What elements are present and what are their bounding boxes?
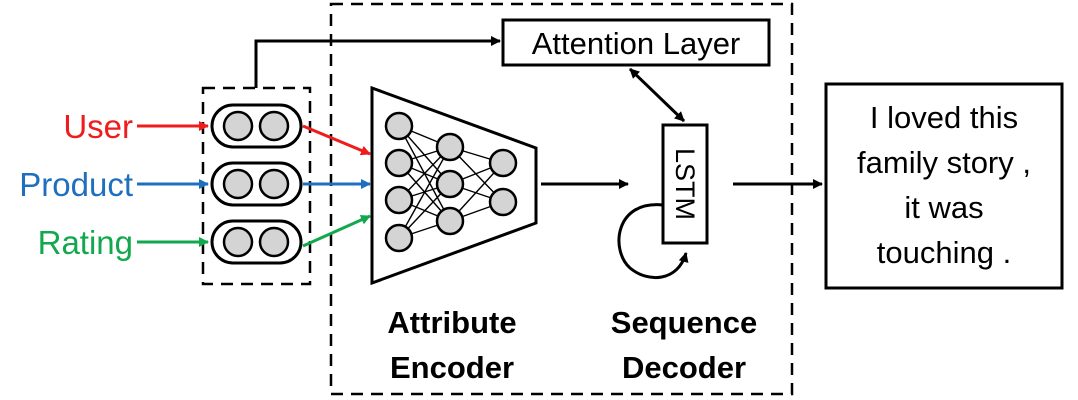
output-line-4: touching . xyxy=(877,235,1011,270)
lstm-label: LSTM xyxy=(670,148,700,220)
attention-layer-label: Attention Layer xyxy=(532,26,741,61)
input-label-product: Product xyxy=(19,166,133,203)
arrow-attention-lstm xyxy=(628,67,686,123)
decoder-label-line-1: Sequence xyxy=(611,305,757,340)
arrow-user-to-encoder xyxy=(302,124,371,156)
decoder-label-line-2: Decoder xyxy=(622,350,746,385)
embedding-user xyxy=(210,103,303,149)
input-label-user: User xyxy=(63,108,133,145)
arrow-embedding-to-attention xyxy=(254,36,501,88)
encoder-label-line-1: Attribute xyxy=(387,305,516,340)
model-dashed-box xyxy=(329,2,794,396)
output-line-2: family story , xyxy=(857,145,1031,180)
arrow-rating-to-encoder xyxy=(302,214,371,248)
output-line-3: it was xyxy=(904,190,983,225)
output-line-1: I loved this xyxy=(870,100,1018,135)
encoder-label-line-2: Encoder xyxy=(390,350,514,385)
input-label-rating: Rating xyxy=(38,224,133,261)
output-text-box xyxy=(824,82,1064,290)
lstm-box xyxy=(661,123,709,245)
embedding-rating xyxy=(210,219,303,265)
lstm-recurrent-loop xyxy=(617,203,689,280)
attention-layer-box xyxy=(501,18,771,67)
encoder-nodes xyxy=(384,111,518,253)
embedding-product xyxy=(210,161,303,207)
